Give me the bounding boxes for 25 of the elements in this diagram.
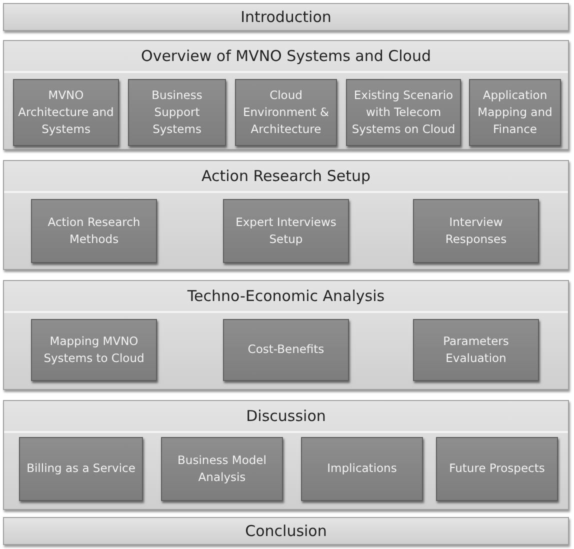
- section-panel: [3, 160, 569, 270]
- topic-box: Mapping MVNO Systems to Cloud: [31, 319, 157, 381]
- section-panel: [3, 400, 569, 510]
- topic-box: Interview Responses: [413, 199, 539, 263]
- topic-box: Billing as a Service: [19, 437, 143, 501]
- topic-box: Action Research Methods: [31, 199, 157, 263]
- section-bar: Conclusion: [3, 517, 569, 545]
- section-heading: Discussion: [246, 407, 326, 425]
- topic-box: Cost-Benefits: [223, 319, 349, 381]
- topic-box: Implications: [301, 437, 423, 501]
- section-heading: Action Research Setup: [202, 167, 370, 185]
- section-bar: Introduction: [3, 3, 569, 31]
- topic-box: MVNO Architecture and Systems: [13, 79, 119, 146]
- topic-box: Cloud Environment & Architecture: [235, 79, 337, 146]
- section-panel: [3, 280, 569, 390]
- topic-box: Expert Interviews Setup: [223, 199, 349, 263]
- topic-box: Existing Scenario with Telecom Systems on Cloud: [346, 79, 461, 146]
- topic-box: Future Prospects: [436, 437, 558, 501]
- section-heading: Overview of MVNO Systems and Cloud: [141, 47, 431, 65]
- topic-box: Application Mapping and Finance: [469, 79, 561, 146]
- section-panel: [3, 40, 569, 150]
- topic-box: Business Support Systems: [128, 79, 226, 146]
- topic-box: Parameters Evaluation: [413, 319, 539, 381]
- section-heading: Techno-Economic Analysis: [187, 287, 385, 305]
- topic-box: Business Model Analysis: [161, 437, 283, 501]
